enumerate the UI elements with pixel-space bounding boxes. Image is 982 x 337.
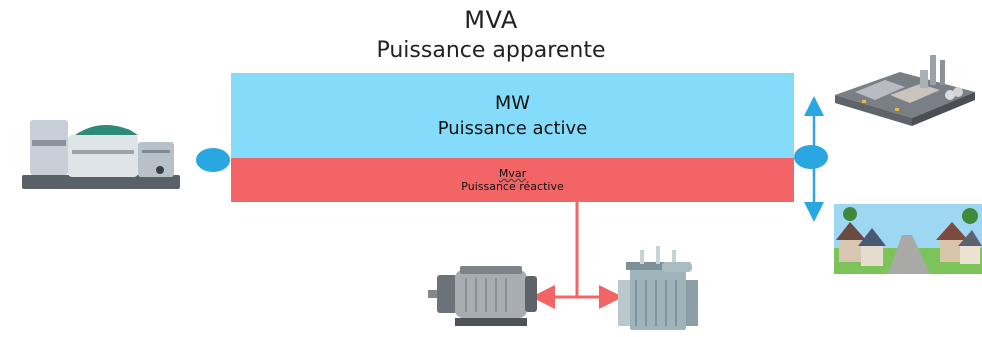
active-power-band: MW Puissance active [231, 73, 794, 158]
factory-icon [835, 55, 975, 126]
reactive-power-label: Puissance réactive [461, 180, 564, 193]
transformer-icon [618, 246, 698, 330]
load-connector [794, 145, 828, 169]
generator-connector [196, 148, 230, 172]
active-power-label: Puissance active [437, 117, 588, 139]
reactive-power-band: Mvar Puissance réactive [231, 158, 794, 202]
motor-icon [428, 266, 537, 326]
generator-icon [22, 120, 180, 189]
apparent-power-unit: MVA [464, 6, 518, 34]
apparent-power-label: Puissance apparente [376, 38, 606, 63]
houses-icon [834, 204, 982, 274]
active-power-unit: MW [494, 91, 531, 114]
reactive-power-unit: Mvar [498, 167, 527, 180]
